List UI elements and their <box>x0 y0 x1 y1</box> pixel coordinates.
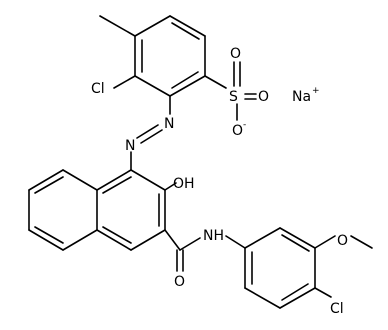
methoxy-oxygen: O <box>337 233 348 249</box>
oxygen-atom-sulfonyl-right: O <box>258 89 269 105</box>
amide-oxygen: O <box>174 274 185 290</box>
naphthalene-ring-left <box>28 169 98 251</box>
chlorine-atom-top: Cl <box>91 81 105 97</box>
oxygen-atom-sulfonate: O <box>232 123 243 139</box>
carboxamide-group: O NH <box>164 228 246 290</box>
chloro-bond-top <box>113 75 136 89</box>
oxygen-atom-sulfonyl-top: O <box>230 46 241 62</box>
methyl-bond <box>99 15 136 37</box>
hydroxyl-group: OH <box>173 176 195 192</box>
sodium-charge: + <box>312 86 320 96</box>
chloro-bond-bottom <box>314 287 332 298</box>
amide-nh: NH <box>203 228 224 244</box>
oxygen-charge: - <box>243 120 246 130</box>
hydroxyl-bond <box>164 182 177 191</box>
sodium-ion: Na <box>292 89 311 105</box>
azo-nitrogen-1: N <box>164 116 174 132</box>
chlorine-atom-bottom: Cl <box>330 301 344 317</box>
top-benzene-ring <box>134 15 206 97</box>
methoxy-group: O <box>314 233 373 249</box>
bottom-benzene-ring <box>244 227 316 309</box>
sulfonate-group: S O O O - <box>204 46 269 139</box>
azo-linkage: N N <box>125 95 174 171</box>
azo-nitrogen-2: N <box>125 138 135 154</box>
naphthalene-ring-right <box>96 169 166 251</box>
sulfur-atom: S <box>229 89 238 105</box>
